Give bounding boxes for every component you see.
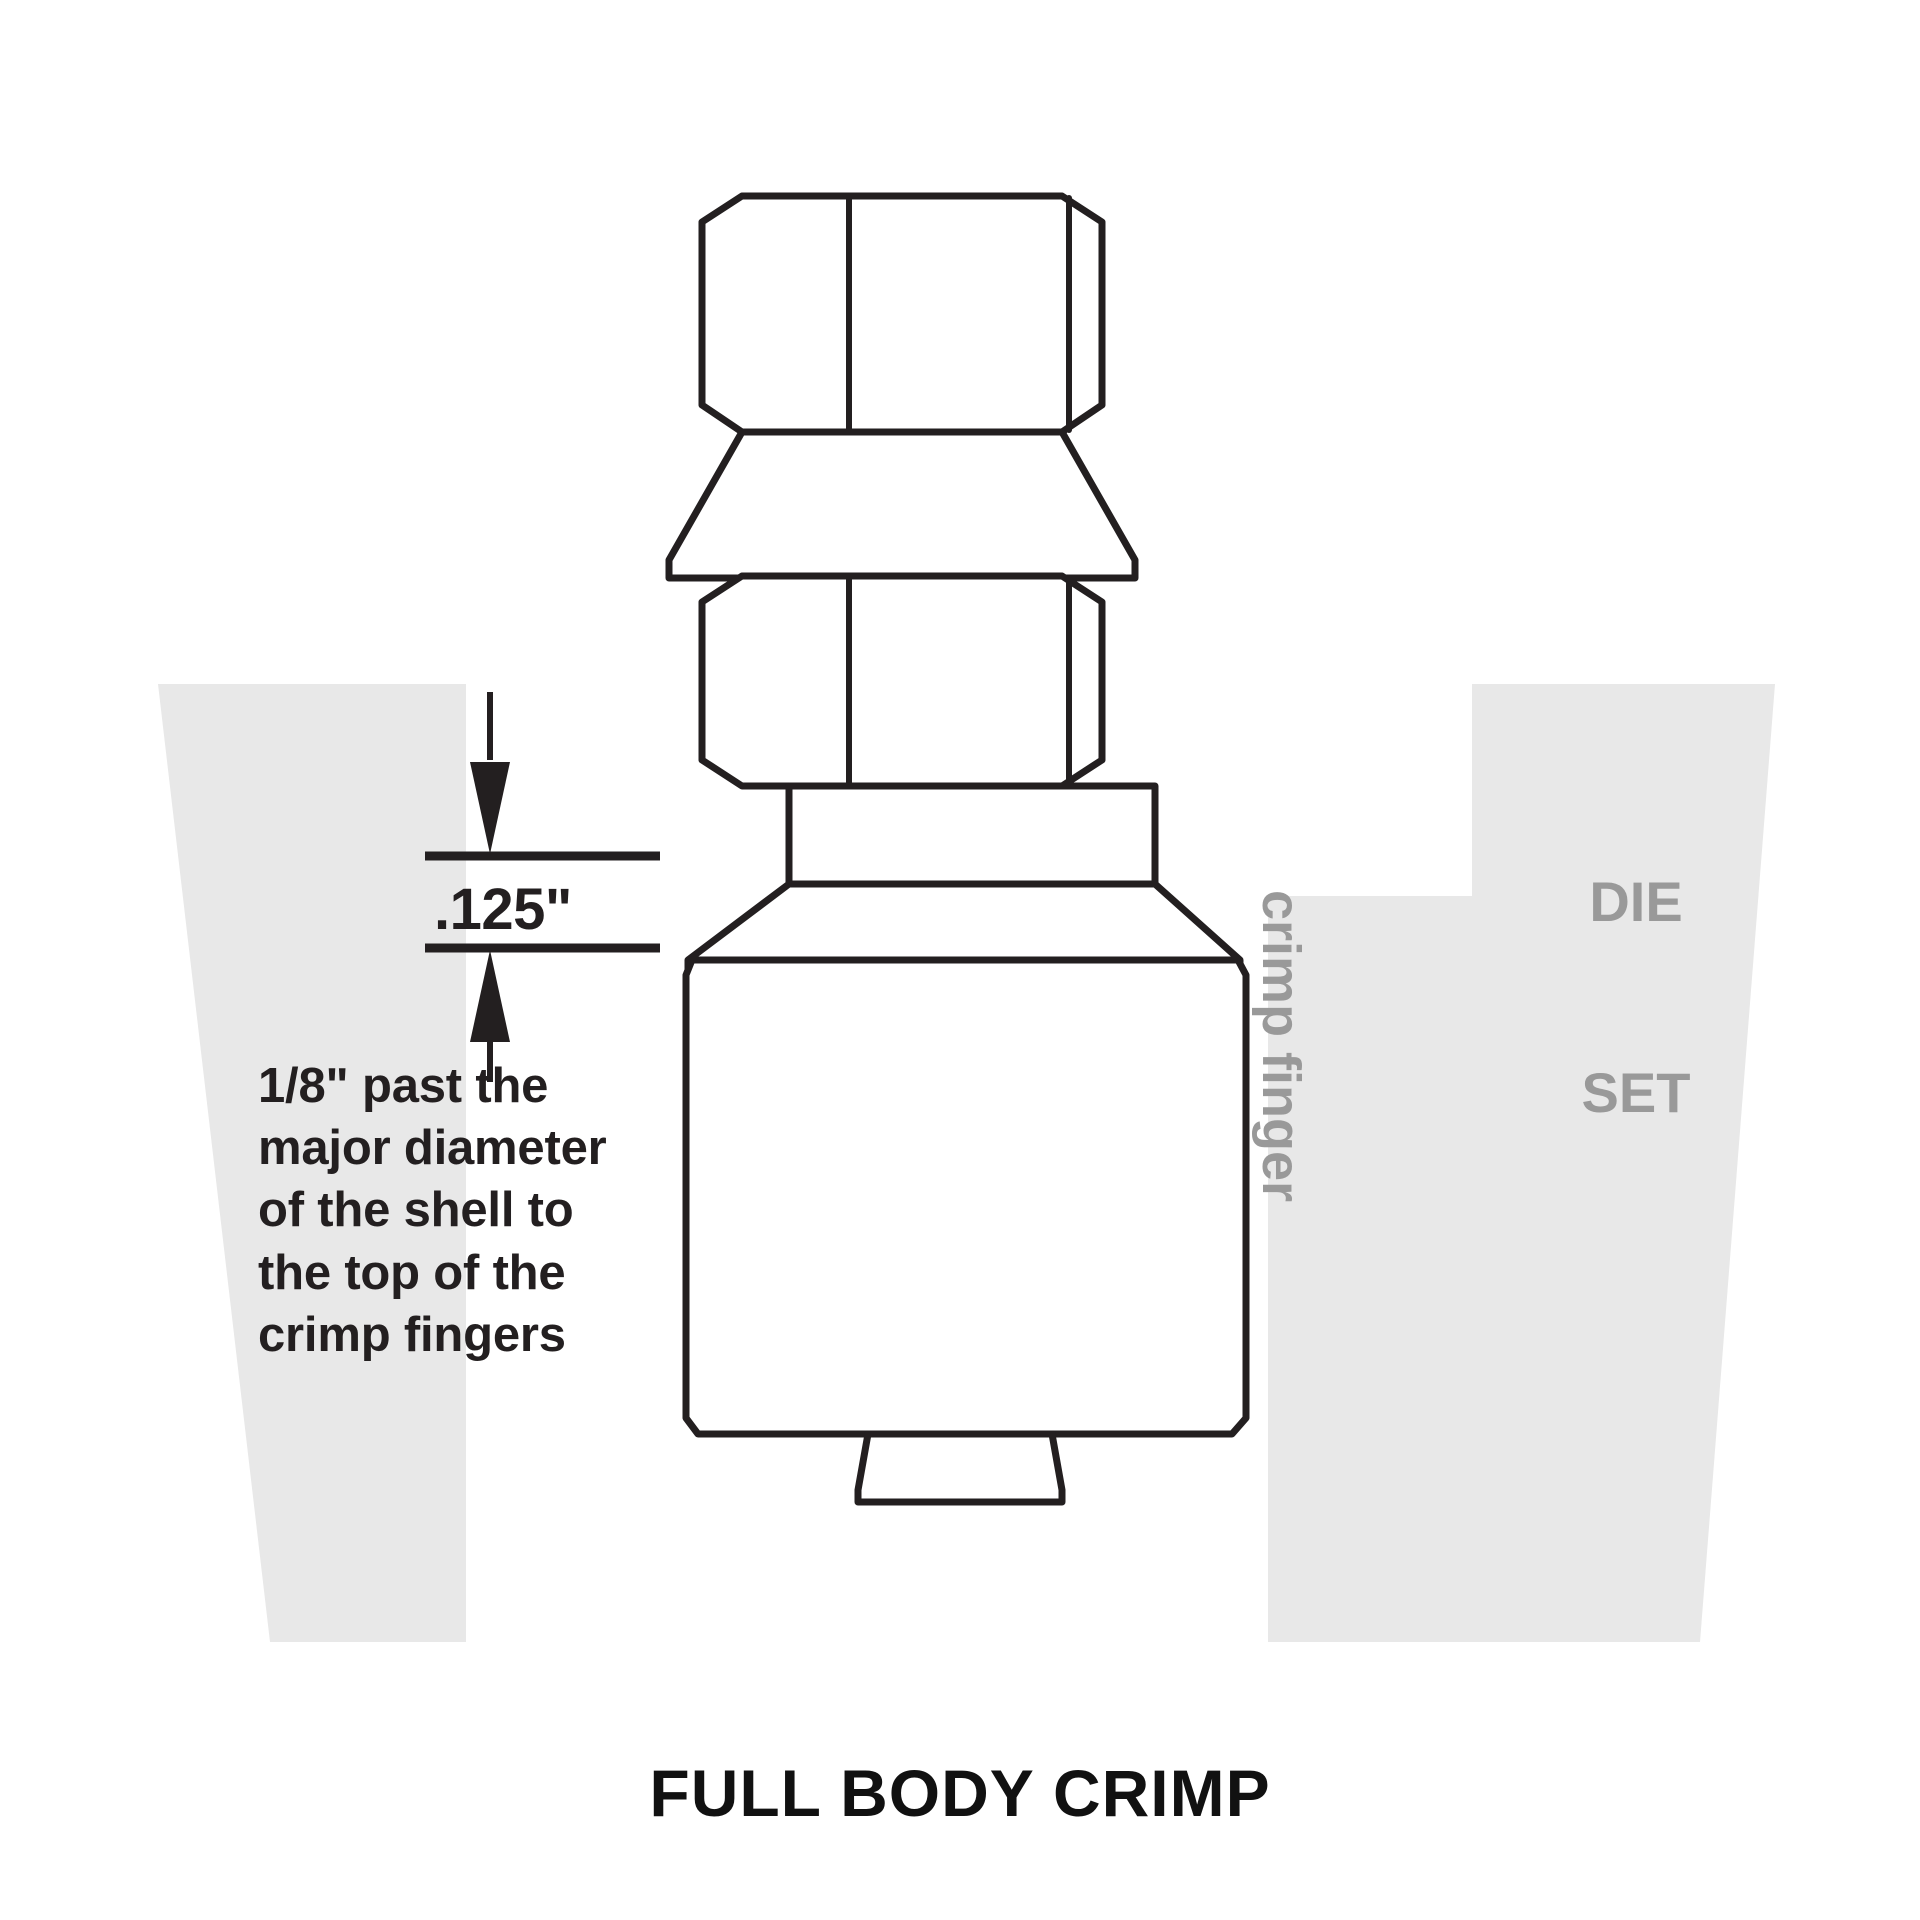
up-arrow-icon	[470, 950, 510, 1042]
die-set-label-line-1: DIE	[1589, 869, 1683, 933]
instruction-line-4: the top of the	[258, 1245, 566, 1300]
die-set-label-line-2: SET	[1581, 1061, 1691, 1125]
collar-band	[785, 782, 1159, 888]
shell-body	[682, 956, 1250, 1438]
lower-hex-nut	[698, 572, 1106, 790]
upper-taper-collar	[665, 428, 1139, 582]
die-set-label: DIE SET	[1556, 742, 1716, 1253]
dimension-value-label: .125"	[434, 877, 572, 942]
instruction-line-2: major diameter	[258, 1121, 607, 1176]
diagram-caption: FULL BODY CRIMP	[649, 1756, 1271, 1830]
instruction-text-block: 1/8" past the major diameter of the shel…	[258, 1055, 678, 1366]
bottom-stub	[854, 1430, 1066, 1506]
crimp-finger-label: crimp finger	[1251, 890, 1311, 1203]
left-die-jaw	[158, 684, 466, 1642]
right-die-jaw	[1268, 684, 1775, 1642]
instruction-line-5: crimp fingers	[258, 1307, 566, 1362]
fitting-assembly	[665, 192, 1250, 1506]
instruction-line-3: of the shell to	[258, 1183, 574, 1238]
down-arrow-icon	[470, 762, 510, 854]
dimension-annotation	[425, 692, 660, 1082]
upper-hex-nut	[698, 192, 1106, 436]
instruction-line-1: 1/8" past the	[258, 1059, 549, 1113]
